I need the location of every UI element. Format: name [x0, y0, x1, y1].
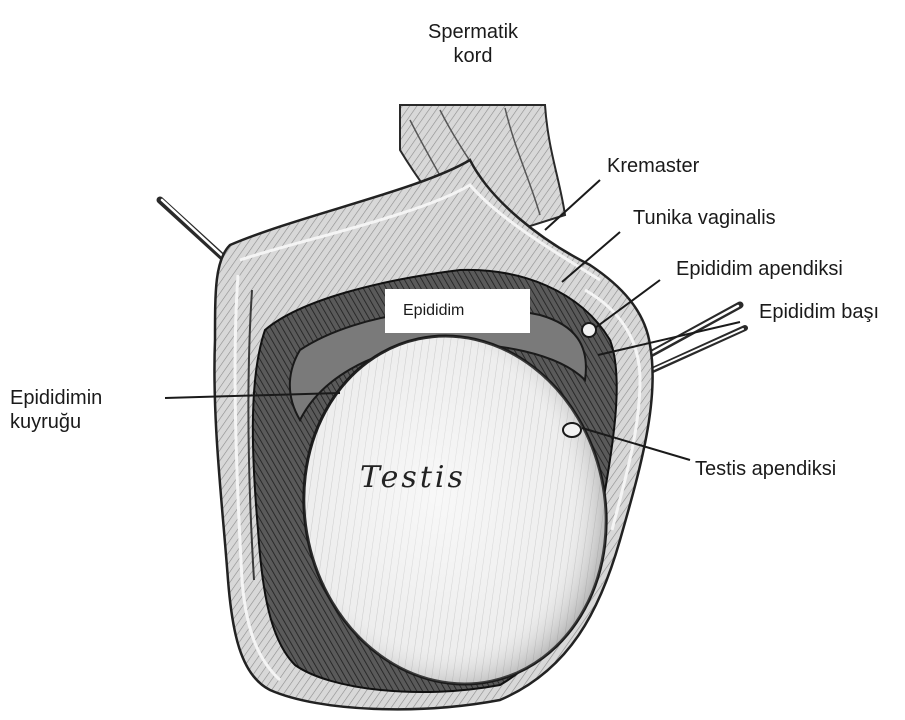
label-epididim-apendiksi: Epididim apendiksi — [676, 257, 843, 281]
epididymis-appendix-shape — [582, 323, 596, 337]
label-epididimin-kuyrugu: Epididimin kuyruğu — [10, 386, 102, 434]
label-spermatik-kord: Spermatik kord — [408, 20, 538, 68]
label-testis: Testis — [360, 460, 466, 495]
label-epididim: Epididim — [385, 289, 530, 333]
label-epididimin-kuyrugu-line2: kuyruğu — [10, 410, 102, 434]
label-spermatik-kord-line1: Spermatik — [408, 20, 538, 44]
label-spermatik-kord-line2: kord — [408, 44, 538, 68]
label-testis-apendiksi: Testis apendiksi — [695, 457, 836, 481]
label-epididim-basi: Epididim başı — [759, 300, 879, 324]
testis-appendix-shape — [563, 423, 581, 437]
label-kremaster: Kremaster — [607, 154, 699, 178]
label-tunika-vaginalis: Tunika vaginalis — [633, 206, 776, 230]
label-epididimin-kuyrugu-line1: Epididimin — [10, 386, 102, 410]
